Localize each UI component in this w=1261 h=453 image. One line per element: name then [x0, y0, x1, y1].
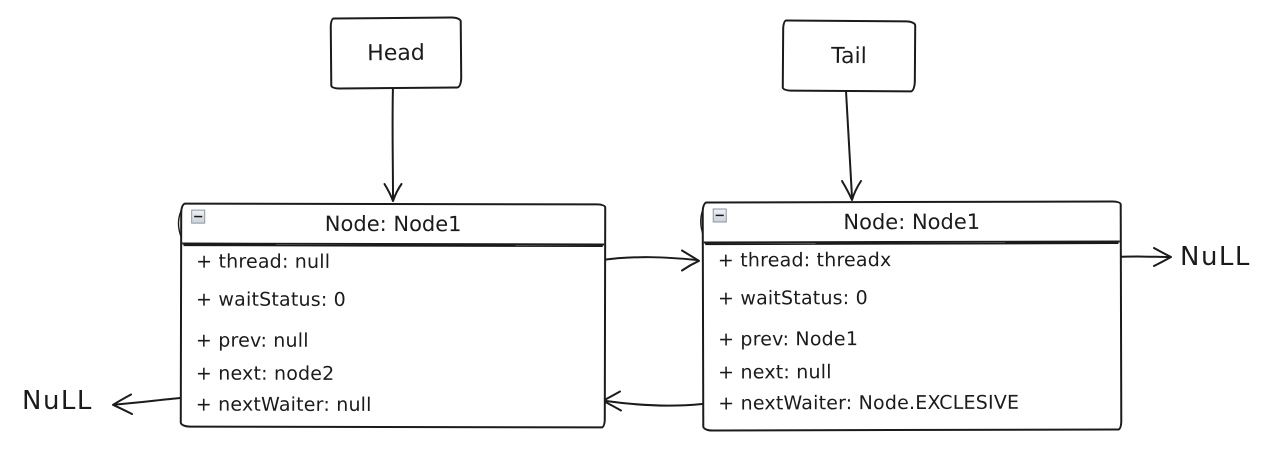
tail-pointer-box: Tail — [781, 19, 917, 93]
head-pointer-box: Head — [329, 16, 463, 90]
collapse-icon[interactable]: − — [191, 209, 206, 225]
node-title-left: Node: Node1 — [324, 211, 462, 237]
attribute-row-next: + next: node2 — [195, 362, 335, 385]
head-label: Head — [367, 40, 425, 66]
node-box-left: − Node: Node1 + thread: null + waitStatu… — [179, 202, 607, 429]
attribute-row-nextwaiter: + nextWaiter: Node.EXCLESIVE — [718, 391, 1020, 415]
attribute-row-prev: + prev: Node1 — [718, 328, 859, 351]
attribute-row-prev: + prev: null — [195, 329, 309, 352]
head-arrow — [383, 85, 403, 202]
node-body-right: + thread: threadx + waitStatus: 0 + prev… — [704, 242, 1120, 429]
null-right-arrow — [1117, 247, 1172, 267]
node-title-right: Node: Node1 — [843, 209, 981, 235]
attribute-row-waitstatus: + waitStatus: 0 — [196, 288, 347, 311]
null-left-arrow — [112, 393, 181, 415]
tail-arrow — [841, 90, 862, 201]
tail-label: Tail — [831, 43, 867, 69]
prev-arrow — [602, 390, 703, 412]
attribute-row-next: + next: null — [718, 361, 832, 384]
collapse-icon[interactable]: − — [712, 207, 727, 224]
attribute-row-waitstatus: + waitStatus: 0 — [717, 287, 868, 310]
attribute-row-thread: + thread: threadx — [717, 249, 892, 272]
null-label-left: NuLL — [22, 386, 93, 416]
node-header-left: − Node: Node1 — [182, 204, 605, 246]
attribute-row-thread: + thread: null — [196, 250, 331, 273]
node-header-right: − Node: Node1 — [703, 202, 1120, 244]
node-body-left: + thread: null + waitStatus: 0 + prev: n… — [182, 245, 604, 427]
null-label-right: NuLL — [1180, 242, 1251, 272]
attribute-row-nextwaiter: + nextWaiter: null — [195, 393, 372, 416]
node-box-right: − Node: Node1 + thread: threadx + waitSt… — [701, 200, 1123, 432]
next-arrow — [601, 249, 700, 272]
